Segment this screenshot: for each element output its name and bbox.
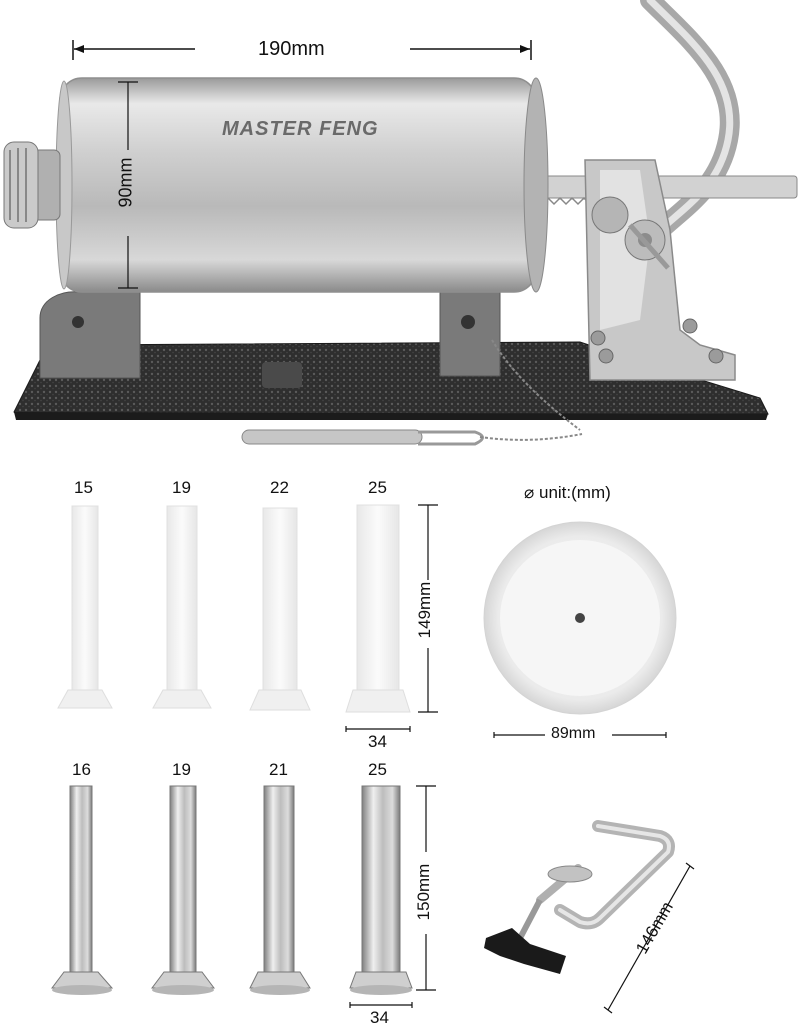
unit-note: ⌀ unit:(mm) xyxy=(524,483,611,503)
steel-tube-19-label: 19 xyxy=(172,760,191,779)
plastic-tube-base-label: 34 xyxy=(368,732,387,751)
stainless-cylinder xyxy=(3,77,549,293)
cast-iron-base xyxy=(13,341,769,420)
plastic-tube-22 xyxy=(249,507,311,711)
steel-tube-16-label: 16 xyxy=(72,760,91,779)
steel-tube-25-label: 25 xyxy=(368,760,387,779)
rack-and-gear xyxy=(544,159,798,381)
steel-tube-21-label: 21 xyxy=(269,760,288,779)
steel-tube-dimensions xyxy=(349,785,436,1008)
plastic-tubes xyxy=(57,504,411,713)
steel-tube-25 xyxy=(349,785,413,995)
steel-tube-19 xyxy=(151,785,215,995)
steel-tubes xyxy=(51,785,413,995)
plastic-tube-19 xyxy=(152,505,212,709)
plastic-tube-25-label: 25 xyxy=(368,478,387,497)
cylinder-brackets xyxy=(39,291,581,431)
steel-tube-21 xyxy=(249,785,311,995)
plate-diameter-label: 89mm xyxy=(551,725,596,742)
plastic-tube-dimensions xyxy=(345,504,438,732)
table-clamp xyxy=(484,820,695,1014)
unit-note-text: unit:(mm) xyxy=(538,483,611,502)
crank-handle xyxy=(640,0,740,245)
plastic-tube-25 xyxy=(345,504,411,713)
plastic-tube-15 xyxy=(57,505,113,709)
plastic-tube-15-label: 15 xyxy=(74,478,93,497)
plastic-tube-22-label: 22 xyxy=(270,478,289,497)
pressure-plate xyxy=(483,521,677,738)
diameter-symbol-icon: ⌀ xyxy=(524,483,535,502)
plastic-tube-19-label: 19 xyxy=(172,478,191,497)
length-dimension xyxy=(72,40,532,60)
diameter-label: 90mm xyxy=(115,157,136,208)
plastic-tube-height-label: 149mm xyxy=(415,581,434,639)
steel-tube-height-label: 150mm xyxy=(414,863,433,921)
steel-tube-16 xyxy=(51,785,114,995)
locking-pin xyxy=(241,429,583,446)
brand-logo: MASTER FENG xyxy=(222,118,379,140)
steel-tube-base-label: 34 xyxy=(370,1008,389,1027)
diameter-dimension xyxy=(118,81,138,289)
length-label: 190mm xyxy=(258,38,325,60)
